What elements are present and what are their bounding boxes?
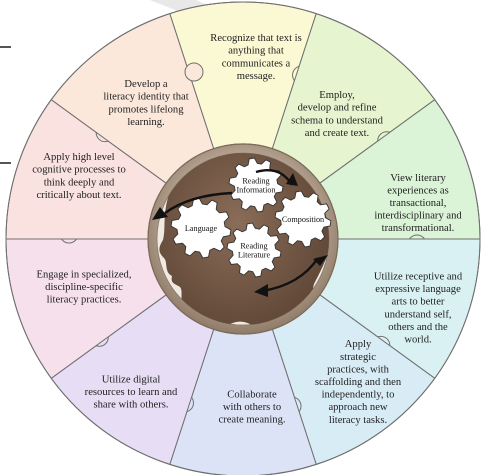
segment-label-line: literacy identity that (103, 92, 188, 103)
segment-label-line: think deeply and (44, 177, 115, 188)
outer-edge (5, 1, 481, 475)
segment-label-line: cognitive processes to (32, 165, 126, 176)
segment-label-line: strategic (340, 352, 376, 363)
segment-label-line: Utilize digital (102, 374, 161, 385)
segment-label-line: Collaborate (227, 389, 277, 400)
segment-label-line: practices, with (327, 364, 389, 375)
segment-label-line: critically about text. (36, 190, 121, 201)
puzzle-knob-develop (184, 62, 204, 82)
gear-label-language: Language (185, 224, 218, 233)
gear-label-line: Information (236, 186, 275, 195)
segment-label-line: resources to learn and (85, 387, 178, 398)
edge-mark-bottom (0, 162, 11, 164)
arrowhead-bottom-left (254, 284, 268, 297)
segment-label-utilize-digital: Utilize digital resources to learn and sha… (85, 374, 178, 410)
gear-language (170, 197, 232, 259)
segment-label-line: promotes lifelong (108, 104, 184, 115)
segment-label-line: message. (237, 71, 276, 82)
segment-label-line: arts to better (392, 297, 445, 308)
segment-label-line: transactional, (390, 198, 447, 209)
segment-label-line: and create text. (305, 128, 369, 139)
arrowhead-left (152, 207, 168, 220)
segment-label-line: discipline-specific (45, 282, 123, 293)
segment-label-line: world. (404, 335, 431, 346)
segment-label-line: Utilize receptive and (374, 272, 463, 283)
segment-label-line: anything that (228, 46, 284, 57)
segment-label-line: Apply high level (43, 152, 114, 163)
gear-reading-information (228, 157, 284, 213)
segment-label-line: share with others. (93, 400, 168, 411)
segment-label-line: others and the (388, 322, 448, 333)
segment-label-line: schema to understand (291, 115, 383, 126)
arrow-bottom-right (261, 257, 319, 293)
segment-label-line: expressive language (375, 284, 461, 295)
segment-label-engage: Engage in specialized, discipline-specifi… (36, 269, 131, 305)
gear-composition (274, 190, 332, 248)
segment-label-line: scaffolding and then (315, 377, 402, 388)
gear-label-line: Reading (240, 241, 267, 250)
gear-label-line: Reading (242, 176, 269, 185)
segment-label-line: approach new (328, 402, 387, 413)
segment-label-line: independently, to (322, 390, 395, 401)
segment-label-line: literacy tasks. (329, 415, 387, 426)
gear-label-line: Literature (238, 251, 271, 260)
segment-label-line: develop and refine (298, 103, 377, 114)
segment-label-line: Employ, (319, 90, 355, 101)
arrowheads (152, 173, 328, 297)
segment-label-line: Apply (345, 339, 372, 350)
arrowhead-top-right (286, 173, 298, 186)
segment-label-line: with others to (223, 402, 281, 413)
segment-label-line: Engage in specialized, (36, 269, 131, 280)
segment-label-line: understand self, (384, 309, 451, 320)
gear-label-line: Language (185, 224, 218, 233)
gear-label-line: Composition (282, 215, 324, 224)
edge-mark-top (0, 46, 11, 48)
segment-label-line: experiences as (387, 185, 448, 196)
segment-label-line: learning. (127, 117, 164, 128)
segment-label-line: View literary (390, 173, 446, 184)
segment-label-line: Develop a (124, 79, 168, 90)
segment-label-line: create meaning. (218, 415, 285, 426)
segment-label-line: Recognize that text is (210, 33, 302, 44)
gear-label-composition: Composition (282, 215, 324, 224)
segment-label-line: interdisciplinary and (374, 211, 462, 222)
segment-label-line: transformational. (382, 223, 455, 234)
gear-reading-literature (226, 222, 282, 278)
outer-ring (5, 1, 481, 475)
segment-label-line: communicates a (222, 58, 291, 69)
segment-label-line: literacy practices. (47, 295, 122, 306)
arrow-left (164, 191, 233, 214)
segment-label-collaborate: Collaborate with others to create meaning. (218, 389, 285, 425)
arrowhead-bottom-right (313, 255, 328, 266)
